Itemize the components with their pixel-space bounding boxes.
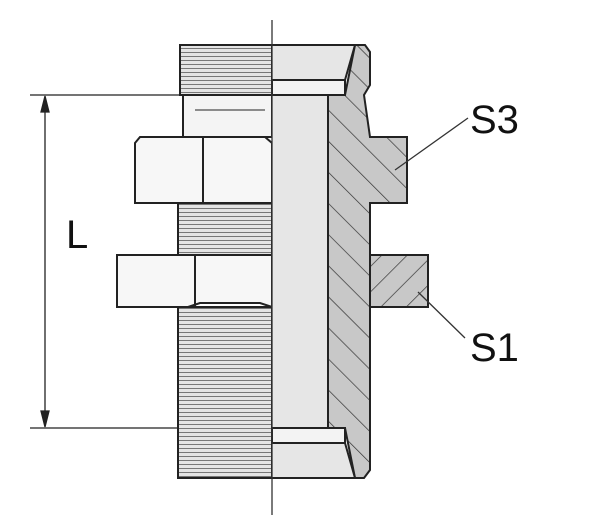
dimension-l xyxy=(30,94,182,429)
s1-leader xyxy=(417,291,466,339)
section-view xyxy=(180,44,429,479)
lower-hex-nut xyxy=(116,254,273,309)
s3-leader xyxy=(394,117,469,171)
length-label: L xyxy=(66,213,89,257)
threads xyxy=(177,44,273,479)
s3-label: S3 xyxy=(470,98,519,142)
upper-hex-nut xyxy=(134,136,273,204)
s1-label: S1 xyxy=(470,326,519,370)
